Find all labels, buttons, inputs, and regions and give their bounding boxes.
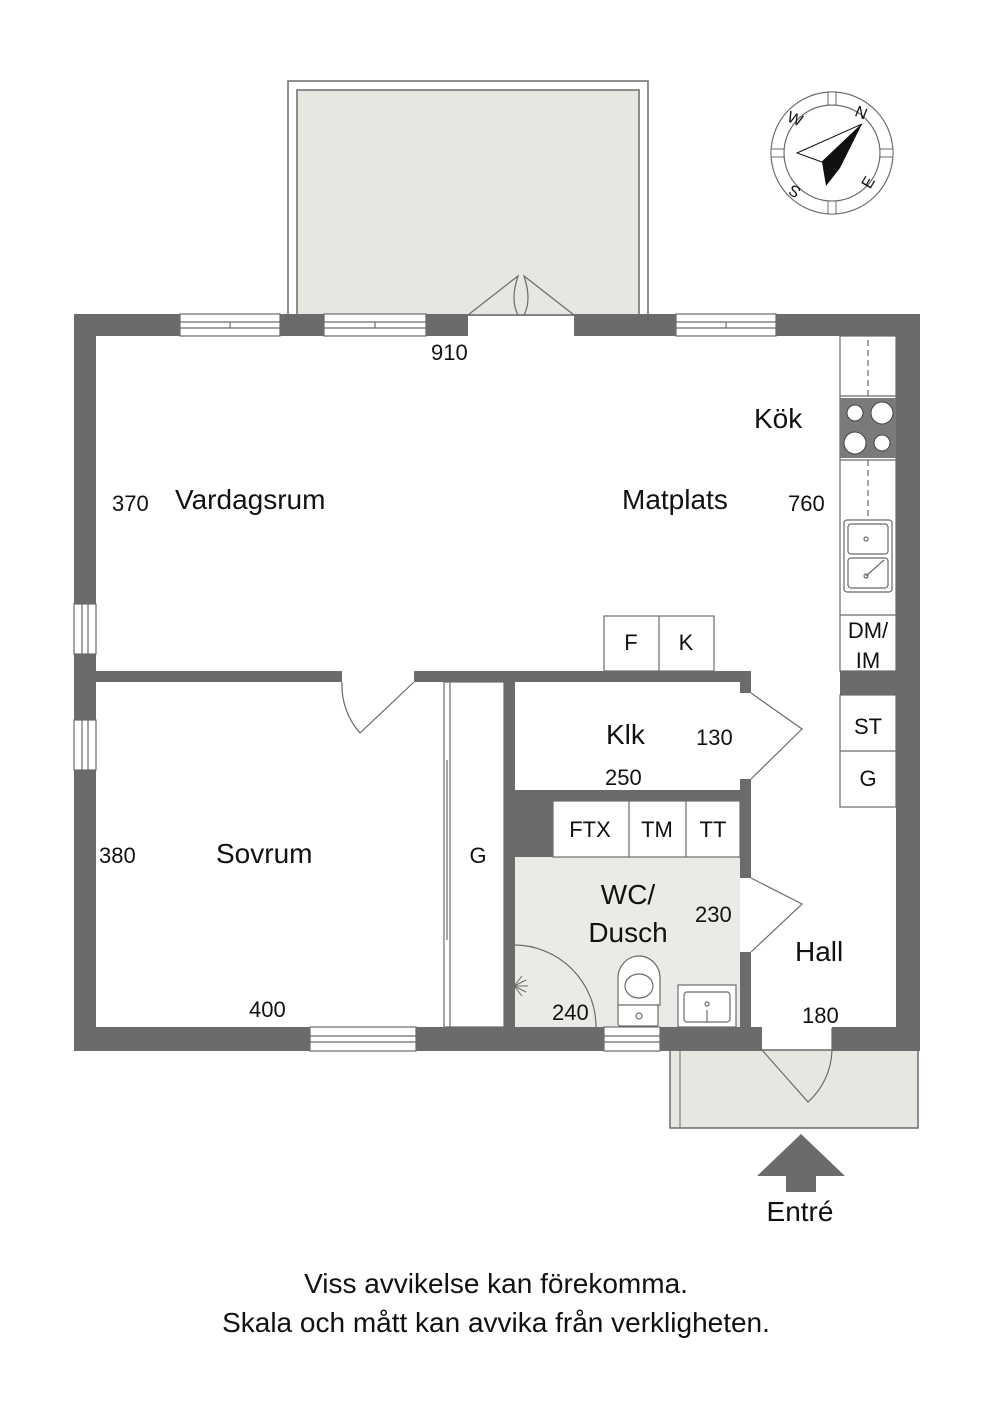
dimension-wc-width: 240 (552, 1000, 589, 1025)
shower-head (513, 975, 528, 997)
room-label-matplats: Matplats (622, 484, 728, 515)
fixture-label-ftx: FTX (569, 817, 611, 842)
balcony (287, 80, 649, 316)
fixture-label-storage: ST (853, 714, 883, 739)
fixture-label-dishwasher-line2: IM (855, 648, 881, 673)
room-label-wc-line2: Dusch (588, 917, 668, 948)
dimension-klk-width: 250 (605, 765, 642, 790)
entrance-porch (669, 1049, 919, 1129)
fridge-freezer (603, 615, 715, 672)
dimension-sovrum-depth: 380 (99, 843, 136, 868)
toilet (617, 955, 661, 1027)
room-label-sovrum: Sovrum (216, 838, 313, 869)
room-label-wc-line1: WC/ (600, 879, 656, 910)
dimension-wc-depth: 230 (695, 902, 732, 927)
dimension-vardagsrum: 370 (112, 491, 149, 516)
fixture-label-freezer: K (678, 630, 694, 655)
kitchen-counter (839, 335, 897, 672)
fixture-label-tumble-dryer: TM (641, 817, 673, 842)
entrance-arrow (757, 1134, 845, 1192)
interior-walls (96, 671, 896, 1027)
entrance-label: Entré (766, 1196, 834, 1227)
fixture-label-fridge: F (624, 630, 638, 655)
room-label-klk: Klk (606, 719, 645, 750)
dimension-hall-width: 180 (802, 1003, 839, 1028)
outer-walls (74, 314, 920, 1051)
doors (341, 274, 833, 1103)
fixture-label-dishwasher-line1: DM/ (847, 618, 889, 643)
room-label-kok: Kök (754, 403, 803, 434)
room-label-vardagsrum: Vardagsrum (175, 484, 326, 515)
dimension-sovrum-width: 400 (249, 997, 286, 1022)
disclaimer-line1: Viss avvikelse kan förekomma. (304, 1268, 688, 1299)
compass-icon (770, 91, 894, 215)
fixture-label-hall-wardrobe: G (859, 766, 877, 791)
fixture-label-bedroom-wardrobe: G (469, 843, 487, 868)
fixture-label-washer: TT (699, 817, 727, 842)
disclaimer-line2: Skala och mått kan avvika från verklighe… (222, 1307, 770, 1338)
stove (840, 398, 896, 458)
laundry-units (552, 800, 741, 858)
bedroom-wardrobe (443, 681, 505, 1028)
windows (73, 313, 777, 1052)
hall-storage (839, 694, 897, 808)
dimension-klk-depth: 130 (696, 725, 733, 750)
dimension-matplats: 760 (788, 491, 825, 516)
dimension-top-opening: 910 (431, 340, 468, 365)
basin (677, 984, 737, 1028)
room-label-hall: Hall (795, 936, 844, 967)
